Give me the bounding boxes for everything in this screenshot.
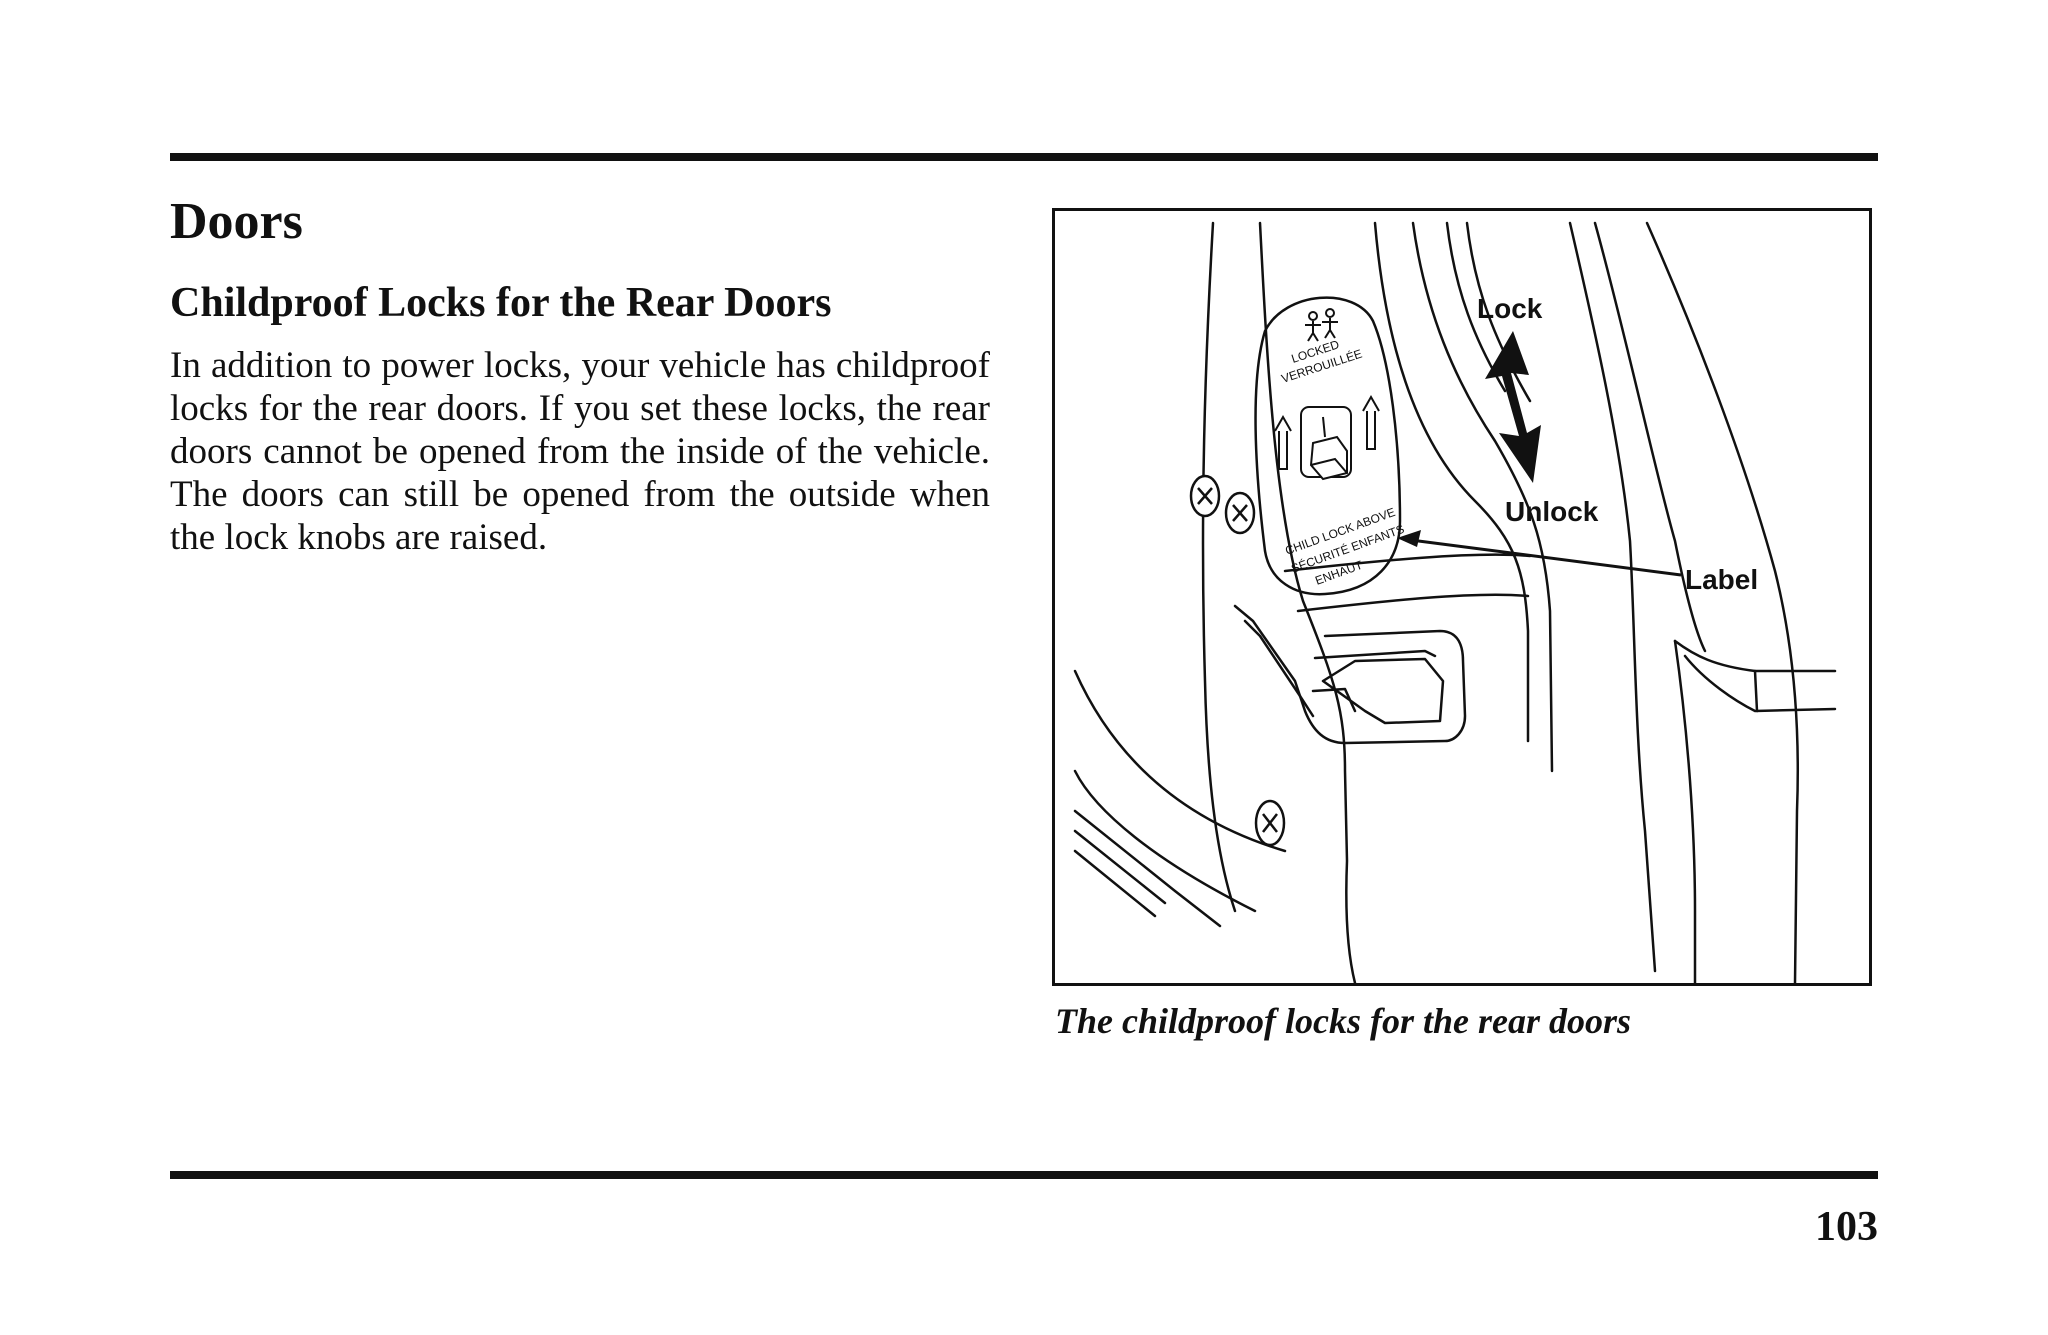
- door-linework: [1073, 221, 1837, 983]
- childproof-lock-illustration: LOCKED VERROUILLÉE CHILD LOCK ABOVE SÉCU…: [1052, 208, 1872, 986]
- bottom-rule: [170, 1171, 1878, 1179]
- page-number: 103: [1815, 1204, 1878, 1250]
- screw-icons: [1189, 474, 1286, 847]
- child-lock-label: LOCKED VERROUILLÉE CHILD LOCK ABOVE SÉCU…: [1274, 308, 1406, 588]
- lock-unlock-arrow-icon: [1485, 331, 1541, 483]
- top-rule: [170, 153, 1878, 161]
- subsection-title: Childproof Locks for the Rear Doors: [170, 280, 832, 326]
- callout-unlock: Unlock: [1505, 496, 1599, 527]
- callout-label: Label: [1685, 564, 1758, 595]
- child-figures-icon: [1305, 308, 1338, 342]
- body-paragraph: In addition to power locks, your vehicle…: [170, 345, 990, 558]
- label-pointer-arrow-icon: [1397, 530, 1682, 577]
- figure-caption: The childproof locks for the rear doors: [1055, 1001, 1631, 1041]
- section-title: Doors: [170, 193, 303, 250]
- lock-knob-icon: [1274, 394, 1380, 481]
- callout-lock: Lock: [1477, 293, 1543, 324]
